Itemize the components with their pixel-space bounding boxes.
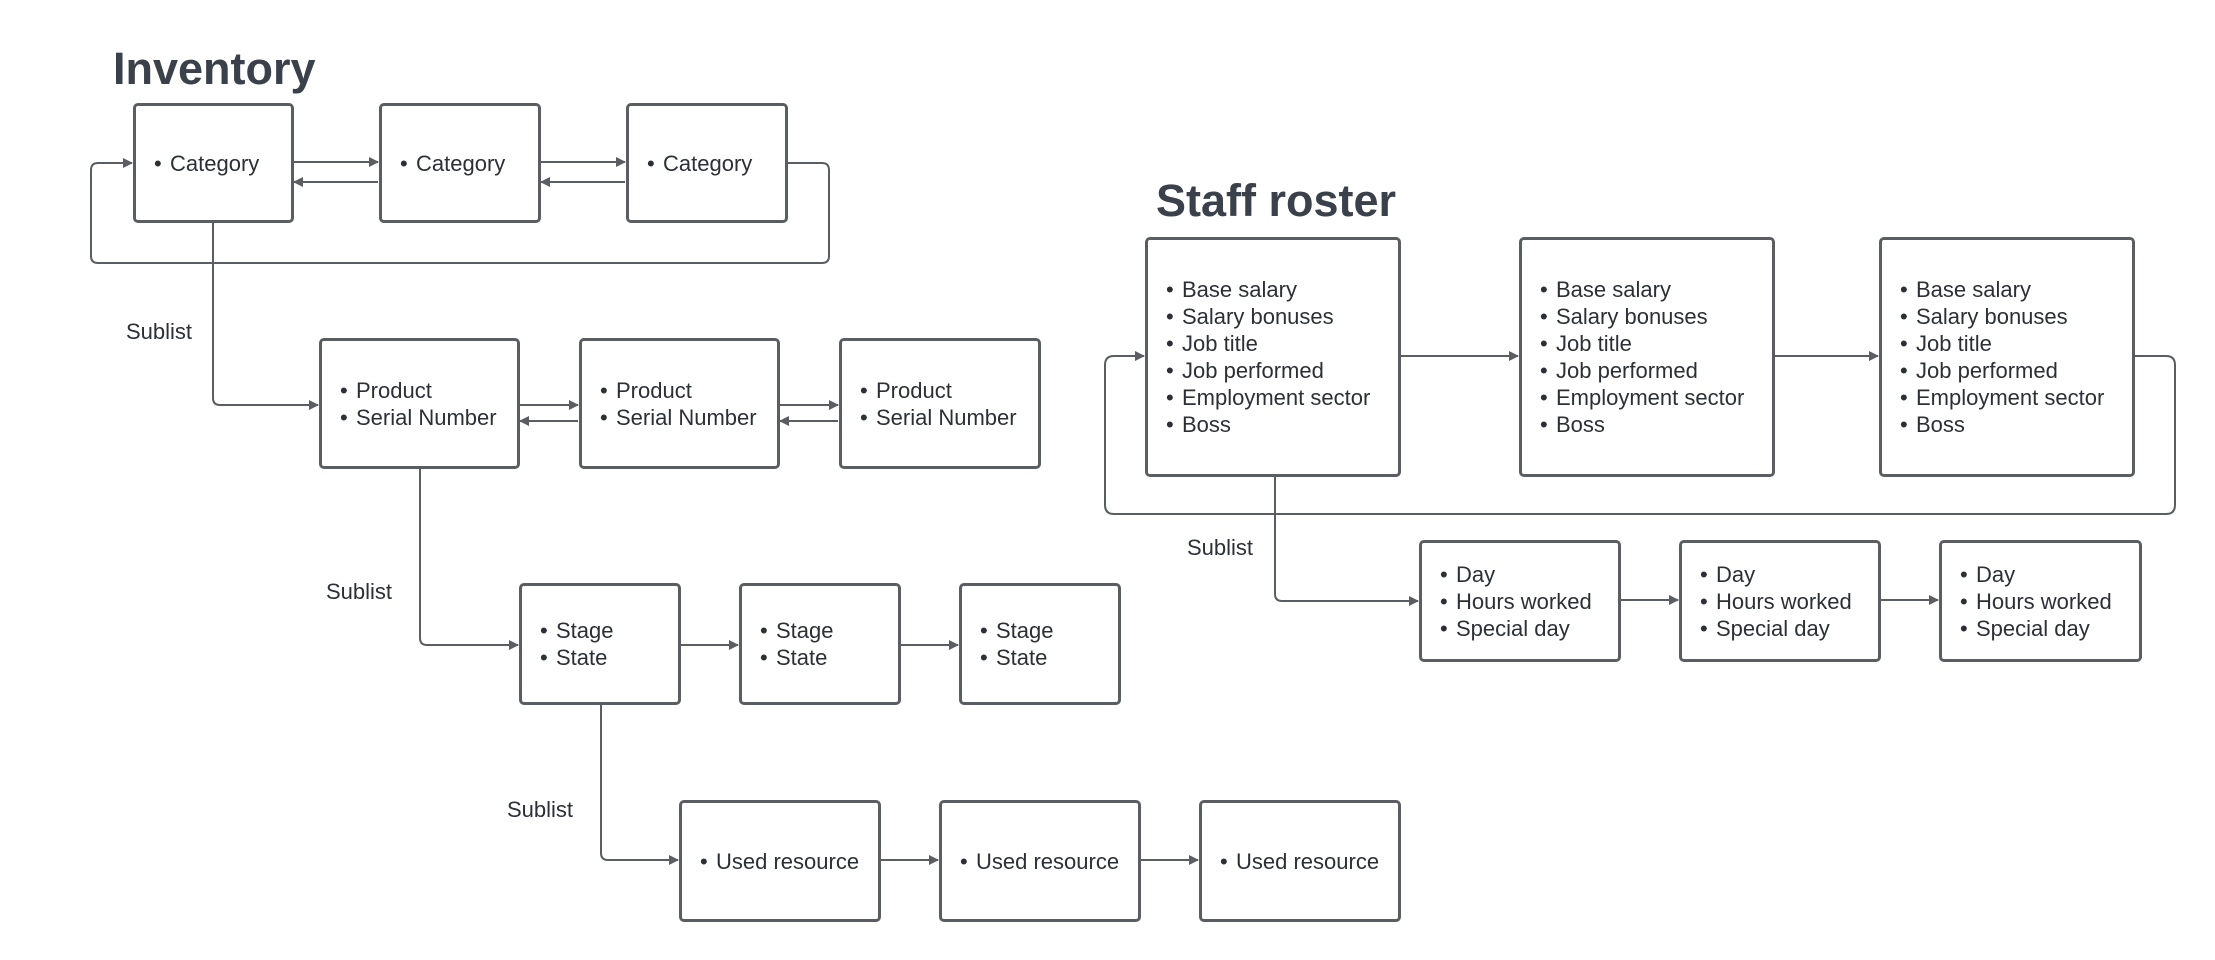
sublist-label: Sublist (1187, 535, 1254, 560)
category-box[interactable]: Category (133, 103, 294, 223)
field-special-day: Special day (1700, 615, 1852, 642)
field-special-day: Special day (1960, 615, 2112, 642)
field-stage: Stage (980, 617, 1054, 644)
field-boss: Boss (1900, 411, 2104, 438)
stage-fields: Stage State (980, 617, 1054, 671)
resource-box[interactable]: Used resource (1199, 800, 1401, 922)
category-fields: Category (154, 150, 259, 177)
stage-box[interactable]: Stage State (519, 583, 681, 705)
category-box[interactable]: Category (379, 103, 541, 223)
employee-fields: Base salary Salary bonuses Job title Job… (1540, 276, 1744, 438)
category-fields: Category (647, 150, 752, 177)
field-employment-sector: Employment sector (1166, 384, 1370, 411)
field-job-title: Job title (1166, 330, 1370, 357)
field-day: Day (1960, 561, 2112, 588)
field-base-salary: Base salary (1166, 276, 1370, 303)
employee-fields: Base salary Salary bonuses Job title Job… (1166, 276, 1370, 438)
field-job-title: Job title (1540, 330, 1744, 357)
product-box[interactable]: Product Serial Number (579, 338, 780, 469)
day-box[interactable]: Day Hours worked Special day (1679, 540, 1881, 662)
field-serial-number: Serial Number (600, 404, 757, 431)
field-salary-bonuses: Salary bonuses (1540, 303, 1744, 330)
day-box[interactable]: Day Hours worked Special day (1419, 540, 1621, 662)
product-fields: Product Serial Number (600, 377, 757, 431)
field-category: Category (647, 150, 752, 177)
stage-box[interactable]: Stage State (959, 583, 1121, 705)
resource-fields: Used resource (700, 848, 859, 875)
inventory-title: Inventory (113, 43, 316, 94)
connector-employee-loop (1104, 351, 2176, 515)
field-hours-worked: Hours worked (1700, 588, 1852, 615)
resource-fields: Used resource (960, 848, 1119, 875)
employee-box[interactable]: Base salary Salary bonuses Job title Job… (1879, 237, 2135, 477)
staff-roster-title: Staff roster (1156, 175, 1397, 226)
field-job-title: Job title (1900, 330, 2104, 357)
resource-fields: Used resource (1220, 848, 1379, 875)
day-box[interactable]: Day Hours worked Special day (1939, 540, 2142, 662)
field-state: State (540, 644, 614, 671)
field-job-performed: Job performed (1540, 357, 1744, 384)
field-salary-bonuses: Salary bonuses (1900, 303, 2104, 330)
field-base-salary: Base salary (1540, 276, 1744, 303)
field-category: Category (154, 150, 259, 177)
field-serial-number: Serial Number (340, 404, 497, 431)
field-product: Product (600, 377, 757, 404)
field-employment-sector: Employment sector (1900, 384, 2104, 411)
field-base-salary: Base salary (1900, 276, 2104, 303)
resource-box[interactable]: Used resource (939, 800, 1141, 922)
category-fields: Category (400, 150, 505, 177)
connector-stage-to-resource (600, 705, 679, 865)
field-used-resource: Used resource (960, 848, 1119, 875)
resource-box[interactable]: Used resource (679, 800, 881, 922)
field-stage: Stage (540, 617, 614, 644)
connector-category-loop (90, 158, 830, 264)
day-fields: Day Hours worked Special day (1440, 561, 1592, 642)
employee-box[interactable]: Base salary Salary bonuses Job title Job… (1519, 237, 1775, 477)
field-serial-number: Serial Number (860, 404, 1017, 431)
stage-fields: Stage State (760, 617, 834, 671)
field-category: Category (400, 150, 505, 177)
connector-product-to-stage (419, 469, 519, 650)
field-used-resource: Used resource (700, 848, 859, 875)
field-boss: Boss (1166, 411, 1370, 438)
sublist-label: Sublist (326, 579, 393, 604)
stage-fields: Stage State (540, 617, 614, 671)
field-job-performed: Job performed (1900, 357, 2104, 384)
field-used-resource: Used resource (1220, 848, 1379, 875)
field-hours-worked: Hours worked (1440, 588, 1592, 615)
field-day: Day (1440, 561, 1592, 588)
field-boss: Boss (1540, 411, 1744, 438)
field-state: State (760, 644, 834, 671)
product-box[interactable]: Product Serial Number (319, 338, 520, 469)
field-special-day: Special day (1440, 615, 1592, 642)
product-fields: Product Serial Number (340, 377, 497, 431)
sublist-label: Sublist (507, 797, 574, 822)
field-job-performed: Job performed (1166, 357, 1370, 384)
field-day: Day (1700, 561, 1852, 588)
field-product: Product (340, 377, 497, 404)
product-fields: Product Serial Number (860, 377, 1017, 431)
employee-fields: Base salary Salary bonuses Job title Job… (1900, 276, 2104, 438)
sublist-label: Sublist (126, 319, 193, 344)
field-state: State (980, 644, 1054, 671)
connector-employee-to-day (1274, 477, 1419, 606)
category-box[interactable]: Category (626, 103, 788, 223)
stage-box[interactable]: Stage State (739, 583, 901, 705)
day-fields: Day Hours worked Special day (1960, 561, 2112, 642)
product-box[interactable]: Product Serial Number (839, 338, 1041, 469)
employee-box[interactable]: Base salary Salary bonuses Job title Job… (1145, 237, 1401, 477)
field-employment-sector: Employment sector (1540, 384, 1744, 411)
connector-category-to-product (212, 223, 319, 410)
field-salary-bonuses: Salary bonuses (1166, 303, 1370, 330)
field-stage: Stage (760, 617, 834, 644)
day-fields: Day Hours worked Special day (1700, 561, 1852, 642)
field-hours-worked: Hours worked (1960, 588, 2112, 615)
field-product: Product (860, 377, 1017, 404)
